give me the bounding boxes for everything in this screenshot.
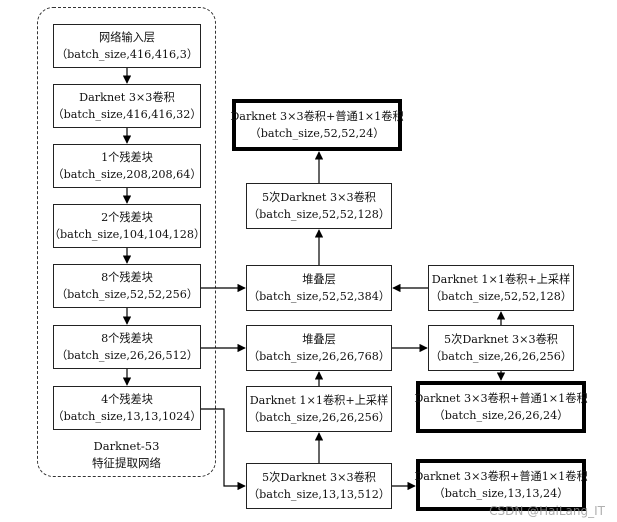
block-shape: （batch_size,52,52,24） [249,127,385,140]
block-shape: （batch_size,104,104,128） [48,228,206,241]
block-shape: （batch_size,52,52,128） [247,208,391,221]
block-shape: （batch_size,13,13,512） [247,488,391,501]
residual-block-2: 2个残差块 （batch_size,104,104,128） [49,204,205,248]
block-title: 堆叠层 [302,273,336,286]
block-shape: （batch_size,13,13,1024） [52,410,202,423]
block-shape: （batch_size,208,208,64） [52,168,202,181]
block-title: 2个残差块 [101,211,153,224]
block-title: 5次Darknet 3×3卷积 [444,333,558,346]
residual-block-4: 4个残差块 （batch_size,13,13,1024） [52,386,202,430]
block-title: 堆叠层 [302,333,336,346]
block-title: Darknet 1×1卷积+上采样 [431,273,571,286]
output-13-block: Darknet 3×3卷积+普通1×1卷积 （batch_size,13,13,… [414,459,588,511]
block-shape: （batch_size,26,26,256） [247,411,391,424]
group-caption-name: Darknet-53 [93,439,160,453]
output-26-block: Darknet 3×3卷积+普通1×1卷积 （batch_size,26,26,… [414,381,588,433]
block-title: Darknet 3×3卷积 [79,91,175,104]
output-52-block: Darknet 3×3卷积+普通1×1卷积 （batch_size,52,52,… [230,99,404,151]
block-shape: （batch_size,26,26,24） [433,409,569,422]
watermark: CSDN @HaiLang_IT [489,504,605,518]
block-title: 1个残差块 [101,151,153,164]
block-title: 5次Darknet 3×3卷积 [262,471,376,484]
arrow-res4-to-conv5-13 [201,408,246,491]
block-shape: （batch_size,52,52,256） [55,288,199,301]
conv5-26-block: 5次Darknet 3×3卷积 （batch_size,26,26,256） [428,325,574,371]
block-title: Darknet 1×1卷积+上采样 [249,394,389,407]
upsample-52-block: Darknet 1×1卷积+上采样 （batch_size,52,52,128） [428,265,574,311]
block-shape: （batch_size,416,416,3） [55,48,199,61]
conv5-52-block: 5次Darknet 3×3卷积 （batch_size,52,52,128） [246,183,392,229]
block-title: 5次Darknet 3×3卷积 [262,191,376,204]
block-title: Darknet 3×3卷积+普通1×1卷积 [230,110,404,123]
block-title: 8个残差块 [101,271,153,284]
input-layer-block: 网络输入层 （batch_size,416,416,3） [53,24,201,68]
block-shape: （batch_size,52,52,128） [429,290,573,303]
block-shape: （batch_size,416,416,32） [52,108,202,121]
darknet53-group [37,7,216,477]
upsample-26-block: Darknet 1×1卷积+上采样 （batch_size,26,26,256） [246,386,392,432]
residual-block-1: 1个残差块 （batch_size,208,208,64） [52,144,202,188]
concat-52-block: 堆叠层 （batch_size,52,52,384） [246,265,392,311]
concat-26-block: 堆叠层 （batch_size,26,26,768） [246,325,392,371]
residual-block-8-a: 8个残差块 （batch_size,52,52,256） [53,264,201,308]
block-shape: （batch_size,26,26,512） [55,349,199,362]
block-shape: （batch_size,26,26,256） [429,350,573,363]
darknet-conv-block: Darknet 3×3卷积 （batch_size,416,416,32） [52,84,202,128]
block-title: 网络输入层 [99,31,155,44]
block-title: Darknet 3×3卷积+普通1×1卷积 [414,392,588,405]
block-title: 4个残差块 [101,393,153,406]
block-title: 8个残差块 [101,332,153,345]
block-shape: （batch_size,26,26,768） [247,350,391,363]
block-title: Darknet 3×3卷积+普通1×1卷积 [414,470,588,483]
block-shape: （batch_size,52,52,384） [247,290,391,303]
conv5-13-block: 5次Darknet 3×3卷积 （batch_size,13,13,512） [246,463,392,509]
block-shape: （batch_size,13,13,24） [433,487,569,500]
group-caption-desc: 特征提取网络 [92,456,161,470]
residual-block-8-b: 8个残差块 （batch_size,26,26,512） [53,325,201,369]
